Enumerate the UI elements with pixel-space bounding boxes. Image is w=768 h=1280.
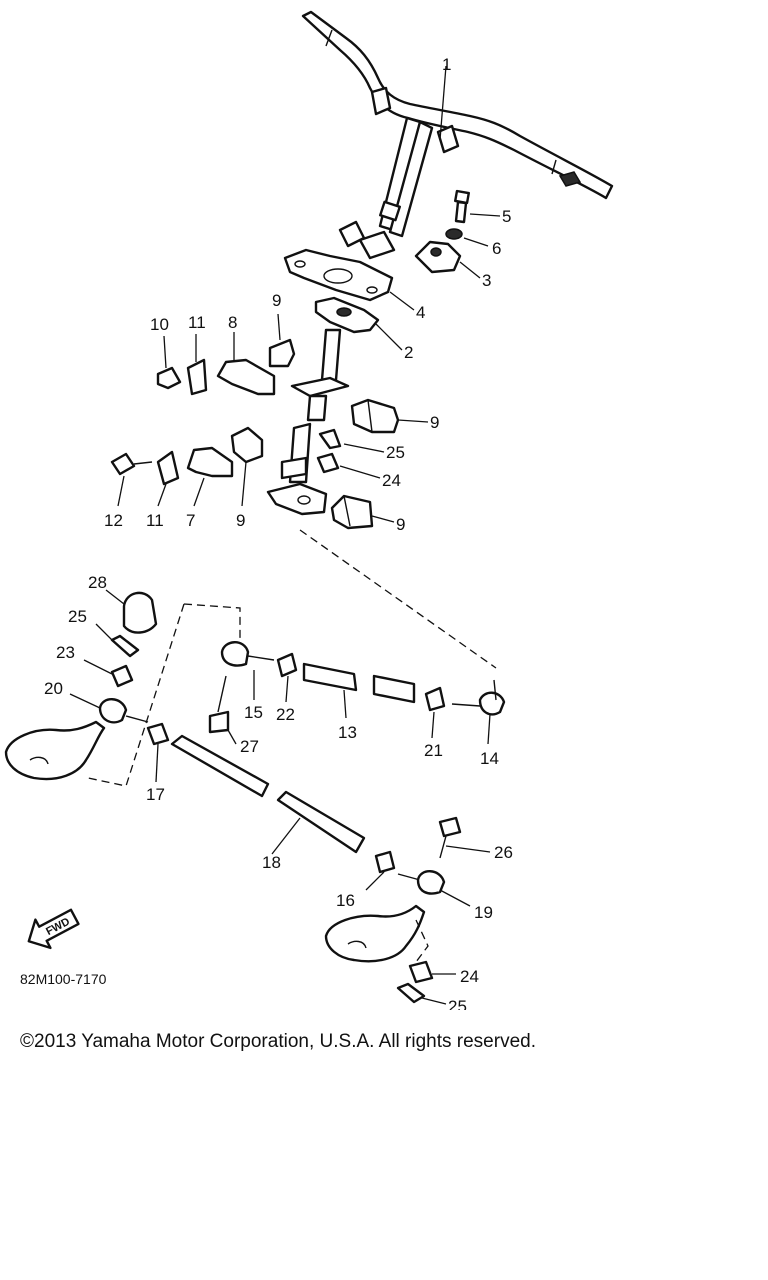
part-washer-6[interactable] [445, 228, 463, 240]
callout-26: 26 [494, 843, 513, 862]
callout-21: 21 [424, 741, 443, 760]
part-nut-24-lower[interactable] [408, 960, 434, 984]
callout-3: 3 [482, 271, 491, 290]
callout-15: 15 [244, 703, 263, 722]
copyright-notice: ©2013 Yamaha Motor Corporation, U.S.A. A… [20, 1031, 536, 1052]
callout-20: 20 [44, 679, 63, 698]
part-rod-end-19[interactable] [397, 870, 446, 895]
part-rod-13b[interactable] [372, 674, 416, 704]
callout-27: 27 [240, 737, 259, 756]
callout-11-lower: 11 [146, 511, 164, 530]
fwd-arrow-icon: FWD [27, 908, 80, 950]
part-bolt-27[interactable] [208, 675, 230, 734]
callout-25-left: 25 [68, 607, 87, 626]
callout-4: 4 [416, 303, 425, 322]
part-clamp-8[interactable] [216, 358, 276, 396]
callout-13: 13 [338, 723, 357, 742]
drawing-code: 82M100-7170 [20, 971, 107, 987]
part-knuckle-arm-left[interactable] [4, 720, 106, 781]
callout-11-upper: 11 [188, 313, 206, 332]
part-bolt-5[interactable] [454, 189, 470, 224]
callout-14: 14 [480, 749, 499, 768]
part-rod-13[interactable] [302, 662, 358, 692]
callout-10: 10 [150, 315, 169, 334]
part-plate-11-upper[interactable] [186, 358, 208, 396]
part-holder[interactable] [414, 240, 462, 274]
callout-5: 5 [502, 207, 511, 226]
part-nut-23[interactable] [110, 664, 134, 688]
callout-24-upper: 24 [382, 471, 401, 490]
part-handlebar[interactable] [301, 10, 614, 260]
callout-2: 2 [404, 343, 413, 362]
part-cap-28[interactable] [122, 591, 158, 634]
callout-18: 18 [262, 853, 281, 872]
part-collar-9-right[interactable] [350, 398, 400, 434]
callout-7: 7 [186, 511, 195, 530]
callout-24-lower: 24 [460, 967, 479, 986]
part-nut-21[interactable] [424, 686, 446, 712]
callout-8: 8 [228, 313, 237, 332]
part-locknut-16[interactable] [374, 850, 396, 874]
callout-9-upper: 9 [272, 291, 281, 310]
callout-19: 19 [474, 903, 493, 922]
callout-28: 28 [88, 573, 107, 592]
part-rod-end-20[interactable] [98, 698, 149, 724]
callout-1: 1 [442, 55, 451, 74]
callout-22: 22 [276, 705, 295, 724]
part-collar-9-left[interactable] [230, 426, 264, 464]
part-steering-column[interactable] [290, 296, 380, 422]
part-cotter-pin-25-upper[interactable] [318, 428, 342, 450]
callout-6: 6 [492, 239, 501, 258]
callout-12: 12 [104, 511, 123, 530]
callout-9-left: 9 [236, 511, 245, 530]
part-collar-9-lower[interactable] [330, 494, 374, 530]
callout-25-lower: 25 [448, 997, 467, 1010]
part-cotter-pin-25-lower[interactable] [396, 982, 426, 1004]
part-nut-24-upper[interactable] [316, 452, 340, 474]
leader-lines [69, 65, 501, 1005]
part-bolt-26[interactable] [438, 816, 462, 859]
callout-25-upper: 25 [386, 443, 405, 462]
part-bolt-12[interactable] [110, 452, 153, 476]
part-steering-column-lower[interactable] [266, 422, 328, 516]
part-upper-plate[interactable] [283, 248, 394, 302]
part-nut-22[interactable] [276, 652, 298, 678]
callout-17: 17 [146, 785, 165, 804]
part-knuckle-arm-right[interactable] [324, 904, 426, 963]
callout-23: 23 [56, 643, 75, 662]
part-nut-10[interactable] [156, 366, 182, 390]
callout-16: 16 [336, 891, 355, 910]
callout-9-lower: 9 [396, 515, 405, 534]
part-tie-rod-18[interactable] [170, 734, 366, 854]
callout-9-right: 9 [430, 413, 439, 432]
callout-labels: 1 5 6 3 4 2 9 9 25 24 9 10 11 8 12 11 7 … [44, 55, 513, 1010]
part-locknut-17[interactable] [146, 722, 170, 746]
part-collar-9-upper[interactable] [268, 338, 296, 368]
assembly-guide-lines [87, 529, 497, 963]
part-rod-end-15[interactable] [220, 641, 275, 667]
part-plate-11-lower[interactable] [156, 450, 180, 486]
part-cotter-pin-25-left[interactable] [110, 634, 140, 658]
steering-parts-diagram: 1 5 6 3 4 2 9 9 25 24 9 10 11 8 12 11 7 … [4, 10, 614, 1010]
part-clamp-7[interactable] [186, 446, 234, 478]
part-rod-end-14[interactable] [451, 679, 506, 716]
